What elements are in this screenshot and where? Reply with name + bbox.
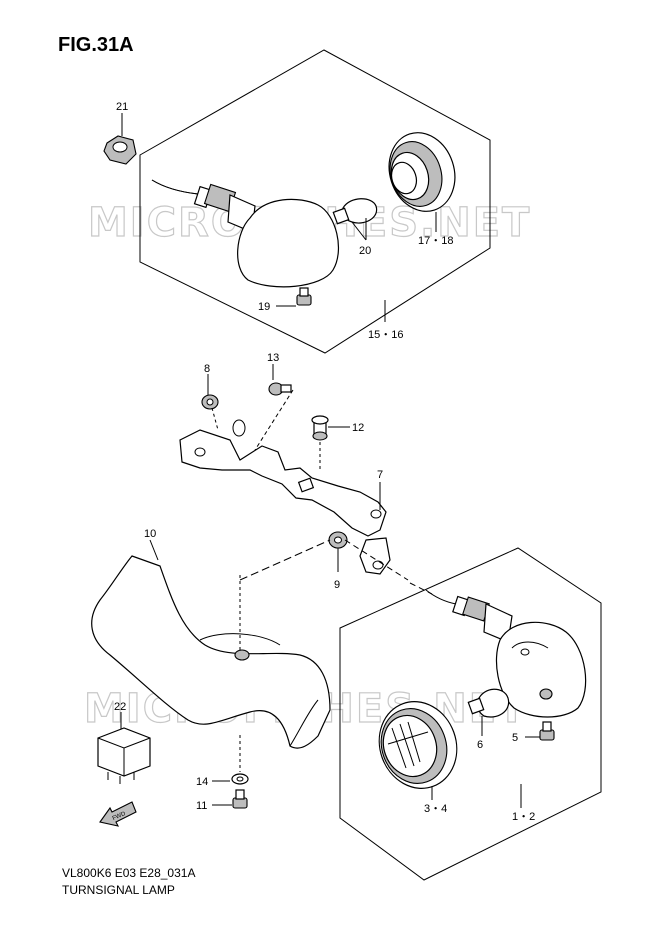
screw-19 [276, 287, 312, 307]
lower-lamp-frame [339, 547, 602, 881]
bulb-20 [332, 198, 378, 241]
callout-17-18: 17・18 [418, 235, 453, 247]
callout-22: 22 [114, 701, 126, 713]
lens-17-18 [388, 132, 456, 232]
nut-9 [328, 531, 409, 581]
relay-22 [97, 712, 151, 784]
collar-12 [311, 415, 350, 470]
callout-1-2: 1・2 [512, 811, 535, 823]
screw-5 [525, 721, 555, 741]
figure-title: FIG.31A [58, 34, 134, 56]
callout-9: 9 [334, 579, 340, 591]
callout-8: 8 [204, 363, 210, 375]
callout-12: 12 [352, 422, 364, 434]
callout-19: 19 [258, 301, 270, 313]
callout-7: 7 [377, 469, 383, 481]
lens-3-4 [378, 701, 458, 800]
callout-5: 5 [512, 732, 518, 744]
nut-21 [103, 113, 137, 165]
nut-8 [201, 374, 219, 431]
upper-lamp-body [151, 179, 340, 288]
callout-21: 21 [116, 101, 128, 113]
callout-6: 6 [477, 739, 483, 751]
fwd-label: FWD [112, 811, 128, 822]
callout-3-4: 3・4 [424, 803, 447, 815]
figure-code: VL800K6 E03 E28_031A [62, 866, 196, 880]
bracket-7 [179, 419, 391, 575]
bulb-6 [467, 688, 510, 736]
callout-15-16: 15・16 [368, 329, 403, 341]
forward-direction-arrow-icon: FWD [99, 801, 137, 827]
callout-10: 10 [144, 528, 156, 540]
upper-lamp-frame [139, 49, 491, 354]
screw-11 [212, 789, 248, 809]
cover-10 [91, 539, 331, 749]
washer-14 [212, 735, 249, 785]
callout-11: 11 [196, 800, 207, 812]
figure-description: TURNSIGNAL LAMP [62, 883, 175, 897]
bolt-13 [254, 364, 294, 451]
callout-20: 20 [359, 245, 371, 257]
lower-lamp-body [409, 582, 587, 718]
callout-14: 14 [196, 776, 208, 788]
callout-13: 13 [267, 352, 279, 364]
